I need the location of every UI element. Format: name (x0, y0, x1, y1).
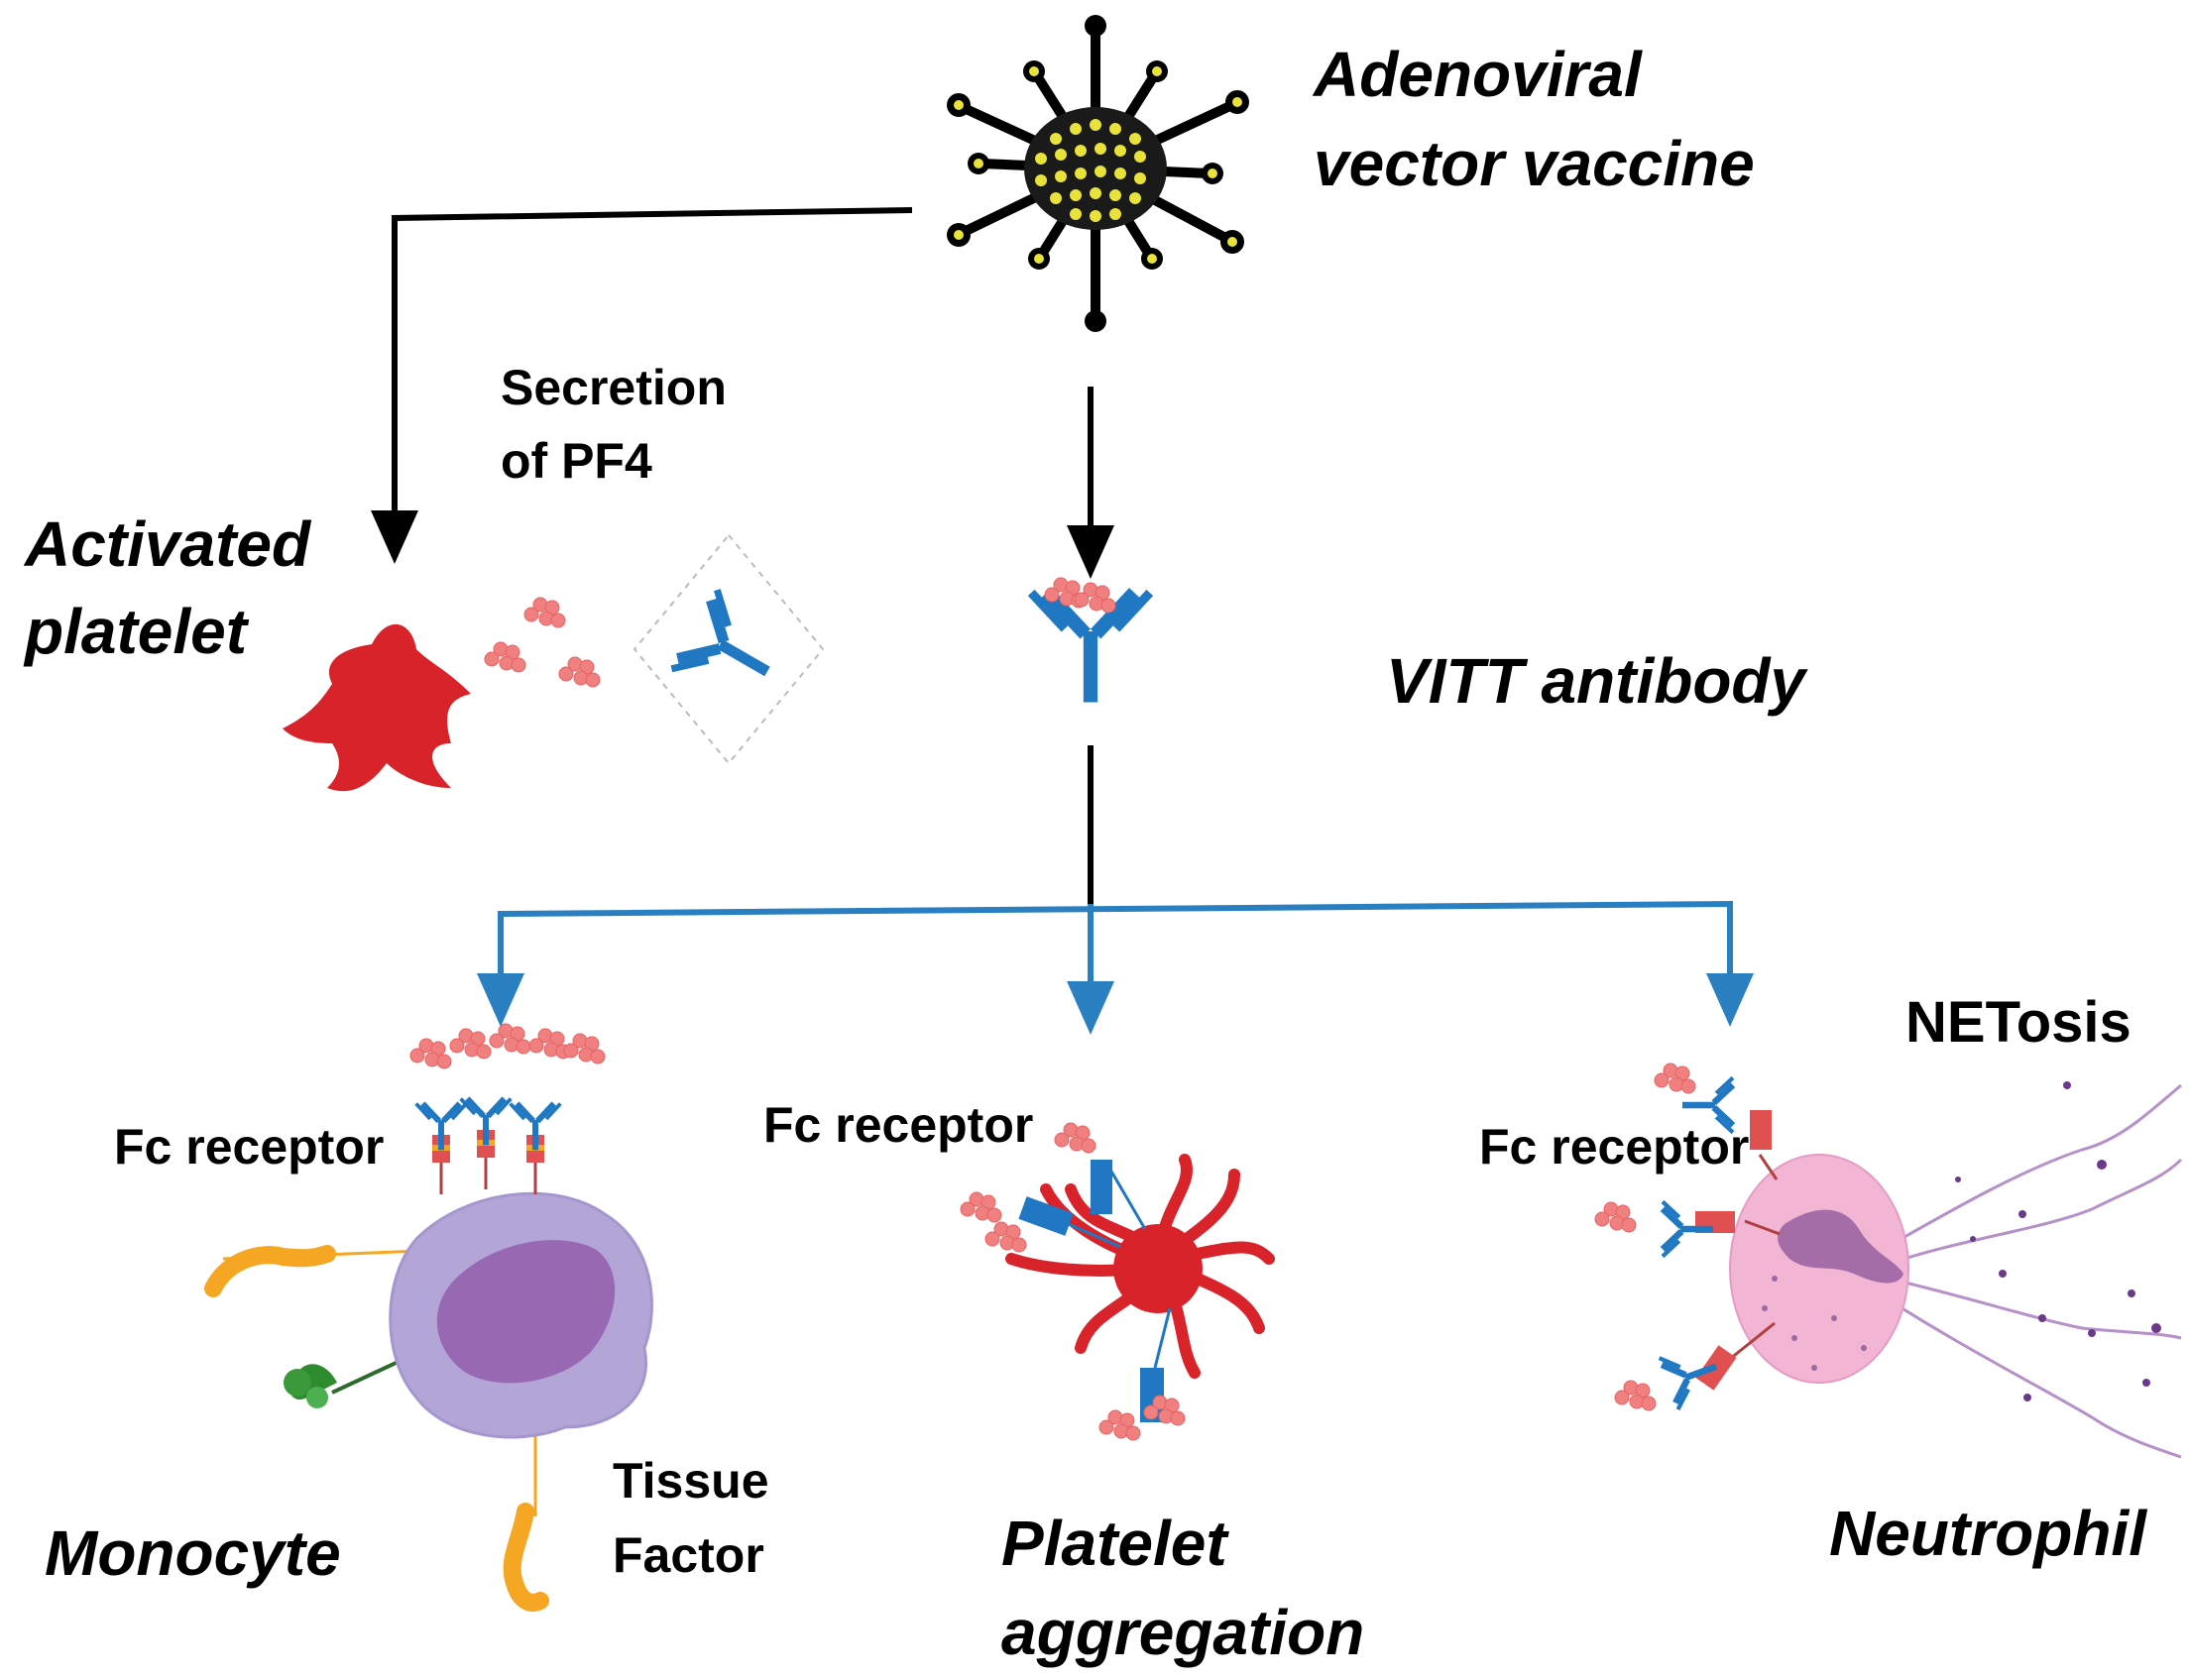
fc-receptor-platelet-label: Fc receptor (763, 1097, 1034, 1153)
vitt-antibody-label: VITT antibody (1386, 645, 1806, 717)
neutrophil-cell-icon (1594, 1063, 2183, 1459)
platelet-aggregation-label-line2: aggregation (1001, 1597, 1365, 1668)
platelet-aggregation-label-line1: Platelet (1001, 1508, 1227, 1579)
tissue-factor-label-line2: Factor (613, 1527, 764, 1583)
platelet-aggregation-icon (960, 1122, 1275, 1441)
monocyte-cell-icon (204, 1023, 653, 1612)
activated-platelet-icon (283, 623, 471, 792)
arrow-to-activated-platelet (371, 207, 913, 564)
netosis-label: NETosis (1905, 990, 2131, 1055)
neutrophil-label: Neutrophil (1829, 1498, 2146, 1569)
fc-receptor-monocyte-label: Fc receptor (114, 1119, 385, 1175)
activated-platelet-label-line2: platelet (25, 596, 248, 667)
activated-platelet-label-line1: Activated (25, 508, 311, 580)
secretion-label-line2: of PF4 (501, 433, 652, 489)
neutrophil-extracellular-trap-icon (1878, 1083, 2183, 1459)
monocyte-label: Monocyte (45, 1517, 341, 1589)
adenovirus-icon (947, 15, 1249, 332)
secretion-label-line1: Secretion (501, 360, 727, 415)
fc-receptor-neutrophil-label: Fc receptor (1479, 1119, 1750, 1175)
tissue-factor-label-line1: Tissue (613, 1453, 769, 1509)
free-antibody-icon (633, 533, 825, 765)
vaccine-label-line1: Adenoviral (1314, 39, 1642, 110)
vaccine-label-line2: vector vaccine (1314, 128, 1755, 199)
branch-arrows (477, 900, 1754, 1035)
